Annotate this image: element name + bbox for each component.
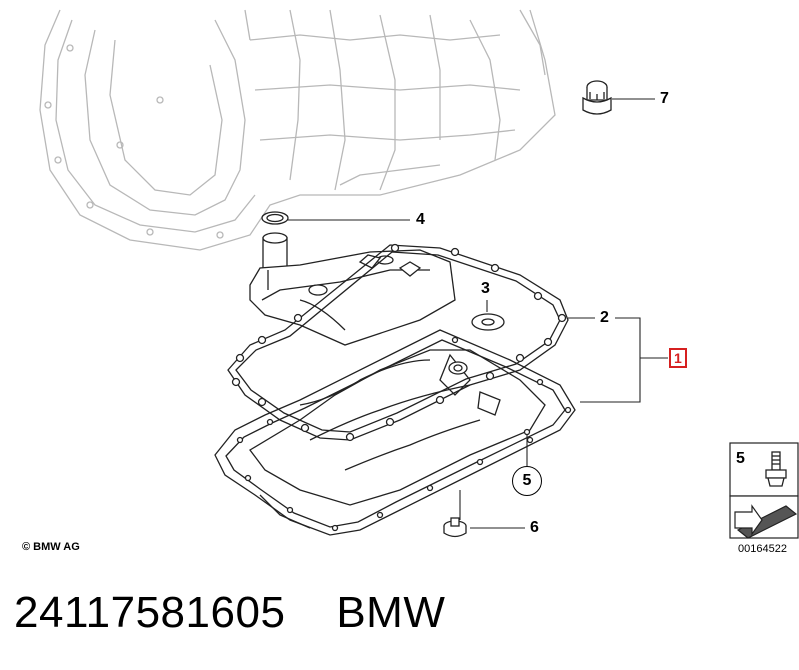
copyright-text: © BMW AG: [22, 541, 80, 553]
legend-callout-5: 5: [736, 450, 745, 467]
washer-part-3: [471, 313, 505, 331]
legend-bolt-icon: [765, 451, 787, 487]
callout-5-circled: 5: [512, 466, 542, 496]
transmission-housing-ghost: [39, 9, 556, 251]
callout-4: 4: [416, 211, 425, 228]
leader-lines: [280, 98, 668, 529]
gasket-part-2: [227, 243, 569, 442]
callout-7: 7: [660, 90, 669, 107]
footer-caption: 24117581605 BMW: [14, 588, 445, 638]
oil-filter-part-4: [249, 211, 456, 346]
drain-screw-part-6: [443, 517, 467, 538]
callout-6: 6: [530, 519, 539, 536]
part-number: 24117581605: [14, 588, 286, 637]
legend-tool-arrow-icon: [734, 504, 798, 539]
oil-pan-part-1: [214, 329, 576, 536]
diagram-id: 00164522: [738, 543, 787, 555]
drain-plug-part-7: [582, 80, 612, 115]
brand-name: BMW: [336, 588, 446, 637]
callout-2: 2: [600, 309, 609, 326]
callout-1-highlight[interactable]: 1: [669, 348, 687, 368]
callout-3: 3: [481, 280, 490, 297]
